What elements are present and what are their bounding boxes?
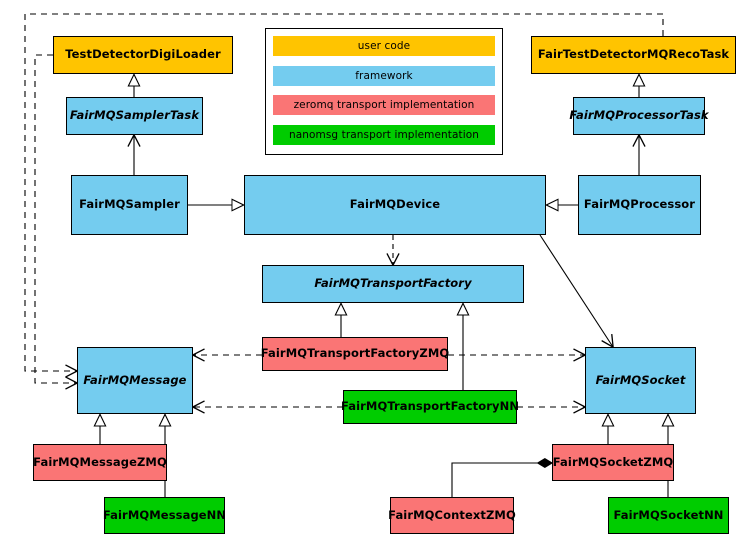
class-node-fairmqsamplertask[interactable]: FairMQSamplerTask <box>66 97 203 135</box>
class-node-fairmqmessage[interactable]: FairMQMessage <box>77 347 193 414</box>
class-node-fairmqtransportfactory[interactable]: FairMQTransportFactory <box>262 265 524 303</box>
legend-item-nanomsg: nanomsg transport implementation <box>273 125 495 145</box>
class-node-testdetectordigiloader[interactable]: TestDetectorDigiLoader <box>53 36 233 74</box>
class-node-fairmqsocketzmq[interactable]: FairMQSocketZMQ <box>552 444 674 481</box>
legend-item-user-code: user code <box>273 36 495 56</box>
class-node-fairmqmessagenn[interactable]: FairMQMessageNN <box>103 497 226 534</box>
legend-item-zeromq: zeromq transport implementation <box>273 95 495 115</box>
class-node-fairmqprocessor[interactable]: FairMQProcessor <box>578 175 701 235</box>
class-node-fairmqsampler[interactable]: FairMQSampler <box>71 175 188 235</box>
class-node-fairmqmessagezmq[interactable]: FairMQMessageZMQ <box>33 444 167 481</box>
class-node-fairmqtransportfactorynn[interactable]: FairMQTransportFactoryNN <box>341 390 519 424</box>
class-node-fairmqtransportfactoryzmq[interactable]: FairMQTransportFactoryZMQ <box>261 337 449 371</box>
class-node-fairmqdevice[interactable]: FairMQDevice <box>244 175 546 235</box>
class-node-fairmqsocketnn[interactable]: FairMQSocketNN <box>608 497 729 534</box>
class-node-fairmqcontextzmq[interactable]: FairMQContextZMQ <box>388 497 516 534</box>
class-node-fairtestdetectormqrecotask[interactable]: FairTestDetectorMQRecoTask <box>531 36 736 74</box>
legend-item-framework: framework <box>273 66 495 86</box>
edge-device-socket <box>539 234 613 347</box>
class-node-fairmqprocessortask[interactable]: FairMQProcessorTask <box>569 97 709 135</box>
class-node-fairmqsocket[interactable]: FairMQSocket <box>585 347 696 414</box>
edge-socketzmq-contextzmq <box>451 463 552 497</box>
